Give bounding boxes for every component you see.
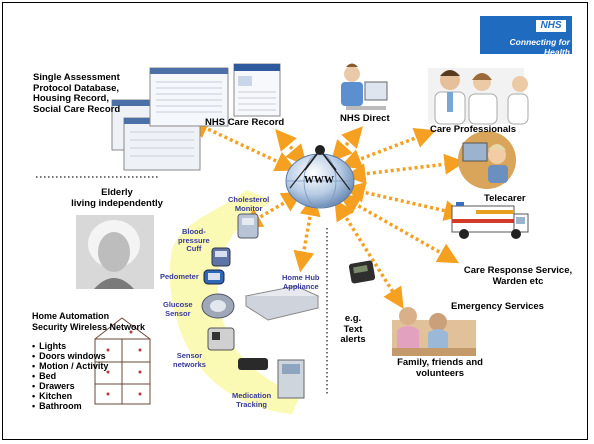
care-professionals-image [428,68,529,125]
nhs-logo: NHS [536,20,566,32]
family-label: Family, friends and volunteers [397,357,483,379]
nhs-care-record-label: NHS Care Record [205,117,285,128]
device-highlight-band [169,190,300,414]
nhs-direct-label: NHS Direct [340,113,390,124]
nhs-direct-operator-image [341,63,388,110]
home-hub-label: Home Hub Appliance [282,273,320,291]
home-automation-label: Home Automation Security Wireless Networ… [32,311,145,332]
care-response-label: Care Response Service, Warden etc [463,265,573,287]
elderly-woman-photo [76,215,154,289]
list-item: Lights [32,341,108,351]
nhs-subtitle: Connecting for Health [509,37,570,57]
cholesterol-monitor-label: Cholesterol Monitor [228,195,270,213]
pedometer-image [203,269,225,285]
care-professionals-label: Care Professionals [430,124,517,135]
single-assessment-label: Single Assessment Protocol Database, Hou… [33,72,121,115]
family-image [392,307,476,356]
blood-pressure-cuff-image [211,247,231,267]
pager-icon [348,260,376,284]
www-label: WWW [304,175,334,186]
list-item: Kitchen [32,391,108,401]
list-item: Bathroom [32,401,108,411]
list-item: Doors windows [32,351,108,361]
pedometer-label: Pedometer [160,272,199,281]
arrow-to-ambulance [343,182,466,221]
medication-tracking-image [238,358,305,399]
arrow-to-telecarer [344,153,466,185]
arrow-to-care-response [338,194,460,264]
glucose-sensor-image [201,293,235,319]
arrow-to-home-hub [293,194,321,273]
sensor-networks-label: Sensor networks [173,351,206,369]
nhs-care-record-screenshot [233,63,281,117]
arrow-to-family [334,199,404,309]
telecarer-label: Telecarer [484,193,526,204]
arrow-to-nhs-direct [330,126,364,162]
globe-icon [285,145,355,209]
elderly-label: Elderly living independently [71,187,163,209]
ambulance-image [451,202,529,239]
glucose-sensor-label: Glucose Sensor [163,300,193,318]
home-automation-list: Lights Doors windows Motion / Activity B… [32,341,108,411]
cholesterol-monitor-image [237,213,259,239]
telecarer-image [458,131,516,189]
emergency-services-label: Emergency Services [451,301,544,312]
home-hub-appliance-image [244,285,320,321]
blood-pressure-cuff-label: Blood- pressure Cuff [178,227,210,253]
arrow-to-records [187,118,297,172]
text-alerts-label: e.g. Text alerts [340,313,366,345]
sensor-networks-image [207,327,235,351]
medication-tracking-label: Medication Tracking [232,391,272,409]
list-item: Motion / Activity [32,361,108,371]
records-screenshots [111,67,229,171]
list-item: Bed [32,371,108,381]
arrow-to-care-professionals [340,127,436,170]
arrow-to-nhs-care-record [275,129,307,166]
list-item: Drawers [32,381,108,391]
